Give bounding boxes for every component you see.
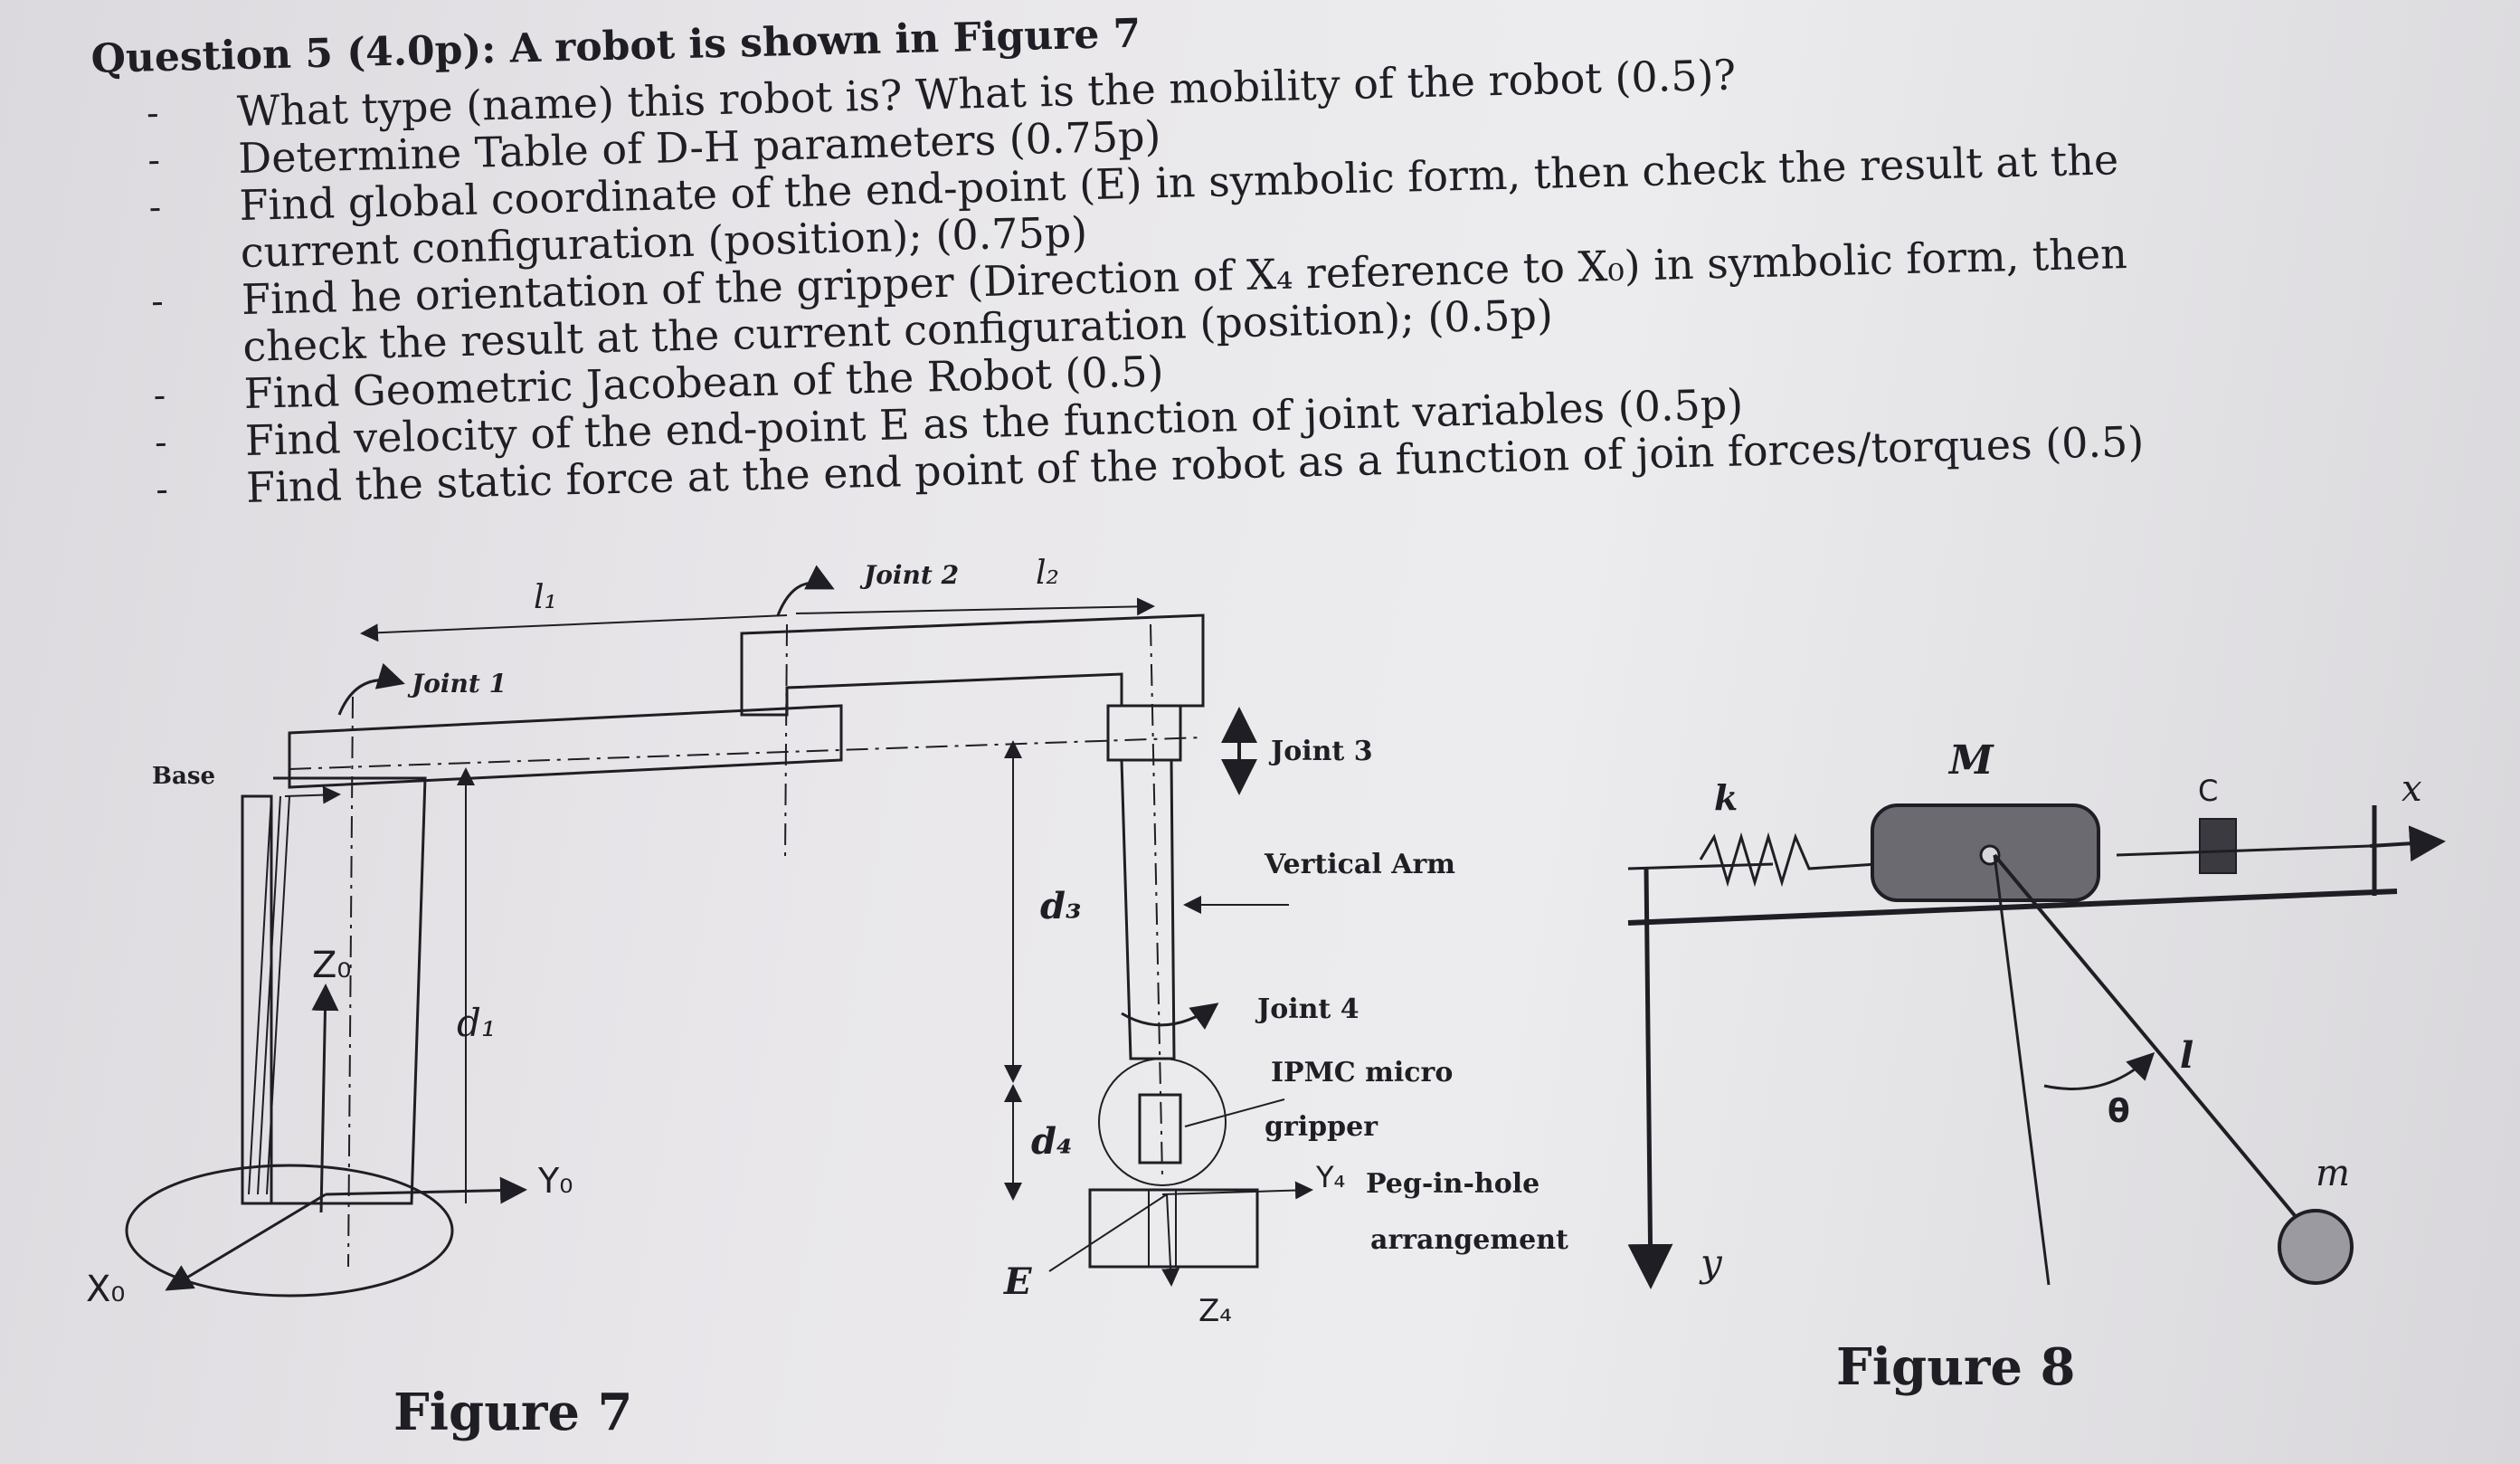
base-column-outer bbox=[244, 776, 427, 1205]
label-joint-3: Joint 3 bbox=[1268, 736, 1373, 767]
label-z4: Z₄ bbox=[1198, 1293, 1232, 1329]
label-y4: Y₄ bbox=[1315, 1160, 1345, 1194]
label-joint-4: Joint 4 bbox=[1255, 993, 1359, 1025]
link-1-arm bbox=[288, 704, 843, 789]
column-hatch bbox=[257, 795, 281, 1195]
l1-dimension-arrow bbox=[360, 614, 788, 642]
label-e: E bbox=[1003, 1260, 1032, 1303]
vertical-arm-upper bbox=[1106, 704, 1182, 762]
rail-line bbox=[1627, 889, 2398, 926]
gripper-body bbox=[1138, 1093, 1182, 1165]
x-axis bbox=[2369, 825, 2446, 862]
y0-axis bbox=[325, 1176, 527, 1204]
x0-axis bbox=[165, 1193, 327, 1291]
theta-arc bbox=[2043, 1051, 2155, 1090]
label-l1: l₁ bbox=[534, 579, 557, 616]
label-joint-1: Joint 1 bbox=[407, 669, 507, 699]
vertical-reference bbox=[1993, 854, 2051, 1286]
figure-8-pendulum-diagram bbox=[1627, 803, 2446, 1289]
label-z0: Z₀ bbox=[312, 945, 351, 986]
centerline-joint2 bbox=[784, 623, 788, 860]
label-l: l bbox=[2180, 1034, 2193, 1077]
damper-rod bbox=[2116, 844, 2371, 857]
joint-2-rotation-arc bbox=[776, 565, 835, 616]
joint-1-rotation-arc bbox=[337, 662, 405, 716]
centerline-joint1 bbox=[347, 696, 354, 1268]
label-vertical-arm: Vertical Arm bbox=[1264, 849, 1455, 880]
label-k: k bbox=[1714, 777, 1738, 818]
column-hatch bbox=[266, 795, 290, 1195]
figure-8-labels: k M C x y l θ m Figure 8 bbox=[1699, 737, 2422, 1397]
label-peg-line1: Peg-in-hole bbox=[1366, 1168, 1539, 1200]
pendulum-bob bbox=[2278, 1209, 2354, 1285]
damper-block bbox=[2199, 818, 2237, 874]
vertical-arm bbox=[1120, 758, 1176, 1060]
column-hatch bbox=[248, 795, 272, 1195]
y4-axis bbox=[1161, 1181, 1313, 1200]
label-peg-line2: arrangement bbox=[1370, 1224, 1568, 1256]
label-x0: X₀ bbox=[86, 1269, 125, 1310]
label-y: y bbox=[1699, 1241, 1723, 1285]
joint-2-housing bbox=[740, 613, 1205, 717]
label-gripper-line2: gripper bbox=[1265, 1111, 1378, 1143]
label-m: m bbox=[2316, 1153, 2350, 1194]
y-axis bbox=[1627, 868, 1673, 1289]
label-y0: Y₀ bbox=[537, 1161, 573, 1201]
e-pointer bbox=[1048, 1193, 1168, 1272]
z4-axis bbox=[1161, 1193, 1180, 1287]
label-theta: θ bbox=[2108, 1093, 2130, 1130]
label-d4: d₄ bbox=[1031, 1120, 1073, 1163]
figure-7-labels: Base Joint 1 Joint 2 Joint 3 Joint 4 l₁ … bbox=[86, 555, 1568, 1442]
label-d3: d₃ bbox=[1040, 885, 1082, 927]
figure-7-caption: Figure 7 bbox=[393, 1383, 633, 1442]
base-pointer bbox=[284, 785, 341, 804]
z0-axis bbox=[311, 984, 339, 1213]
figure-8-caption: Figure 8 bbox=[1836, 1337, 2076, 1397]
joint-4-rotation-arc bbox=[1121, 1003, 1219, 1031]
label-mass: M bbox=[1947, 737, 1994, 784]
base-ellipse bbox=[125, 1164, 454, 1298]
l2-dimension-arrow bbox=[795, 597, 1155, 616]
label-base: Base bbox=[152, 763, 215, 790]
gripper-circle bbox=[1098, 1058, 1227, 1186]
pendulum-rod bbox=[1993, 853, 2313, 1237]
centerline-vertical-arm bbox=[1150, 623, 1163, 1177]
label-x: x bbox=[2402, 768, 2422, 810]
figure-7-robot-diagram bbox=[125, 565, 1313, 1298]
label-d1: d₁ bbox=[457, 1001, 497, 1045]
label-l2: l₂ bbox=[1036, 555, 1059, 592]
label-joint-2: Joint 2 bbox=[859, 560, 959, 590]
gripper-pointer bbox=[1184, 1098, 1285, 1127]
spring bbox=[1699, 832, 1878, 888]
peg-in-hole-block bbox=[1088, 1188, 1259, 1269]
label-c: C bbox=[2198, 774, 2218, 808]
label-gripper-line1: IPMC micro bbox=[1271, 1057, 1453, 1088]
centerline-arm1 bbox=[289, 737, 1204, 770]
